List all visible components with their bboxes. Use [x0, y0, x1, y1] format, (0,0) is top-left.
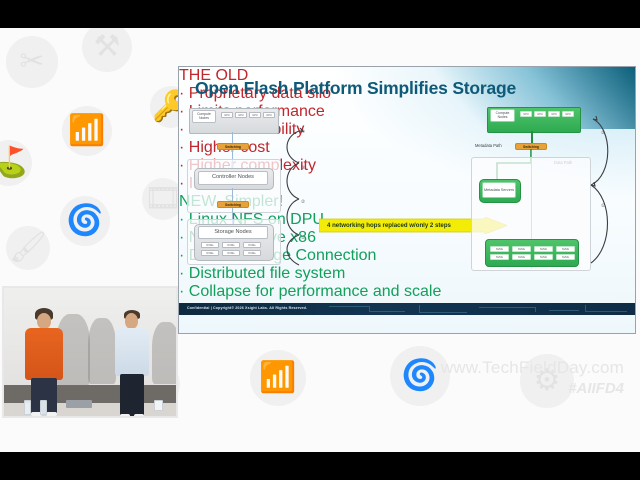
letterbox-top: [0, 0, 640, 28]
left-gpu-1: GPU: [235, 112, 247, 118]
presenter-right-shoe: [120, 414, 130, 416]
presenter-left-shoe: [31, 412, 42, 416]
right-storage-array: [485, 239, 579, 267]
right-metadata-servers-label: Metadata Servers: [482, 182, 516, 198]
left-nvme-0: NVMe: [201, 242, 219, 248]
branding-url: www.TechFieldDay.com: [440, 358, 624, 377]
power-outlet: [154, 400, 163, 411]
left-hop-number-3: ③: [301, 165, 306, 170]
left-gpu-2: GPU: [249, 112, 261, 118]
left-switching-top: Switching: [217, 143, 249, 150]
right-hop-number-1: ①: [601, 203, 606, 208]
left-link-1: [232, 132, 233, 143]
tools-icon: ⚒: [82, 28, 132, 72]
new-item-4: · Collapse for performance and scale: [179, 283, 442, 300]
film-icon: 🎞: [142, 178, 184, 220]
presenter-left-shoe: [46, 412, 57, 416]
brush-icon: 🖌: [6, 226, 50, 270]
left-nvme-1: NVMe: [222, 242, 240, 248]
left-nvme-3: NVMe: [201, 250, 219, 256]
right-nvme-3: NVMe: [556, 246, 575, 252]
scissors-icon: ✂: [6, 36, 58, 88]
circuit-trace: [369, 306, 370, 311]
left-nvme-5: NVMe: [243, 250, 261, 256]
circuit-trace: [549, 310, 579, 311]
wifi-icon: 📶: [62, 106, 112, 156]
circuit-trace: [585, 311, 627, 312]
circuit-trace: [585, 305, 586, 311]
branding-hashtag: #AIIFD4: [568, 380, 624, 397]
swirl-icon-2: 🌀: [390, 346, 450, 406]
swirl-icon: 🌀: [60, 196, 110, 246]
presenter-right-torso: [115, 328, 149, 376]
left-hop-number-4: ④: [301, 129, 306, 134]
presenter-right-shoe: [134, 414, 144, 416]
hockey-icon: ⛳: [0, 140, 32, 186]
old-item-0: · Proprietary data silo: [179, 85, 332, 102]
presenter-right: [112, 310, 154, 416]
presenter-video-inset[interactable]: [2, 286, 178, 418]
circuit-trace: [419, 312, 467, 313]
letterbox-bottom: [0, 452, 640, 480]
right-nvme-6: NVMe: [534, 254, 553, 260]
water-bottle: [40, 400, 47, 415]
right-nvme-2: NVMe: [534, 246, 553, 252]
wall-shadow: [88, 318, 116, 384]
right-hop-arcs: [590, 115, 609, 264]
old-heading: THE OLD: [179, 67, 249, 84]
right-gpu-3: GPU: [562, 111, 574, 117]
left-gpu-3: GPU: [263, 112, 275, 118]
slide-title: Open Flash Platform Simplifies Storage: [195, 78, 517, 98]
left-storage-nodes-label: Storage Nodes: [198, 226, 268, 239]
left-hop-arcs: [286, 127, 305, 266]
water-bottle: [24, 400, 31, 415]
presenter-left-head: [37, 313, 51, 329]
right-nvme-0: NVMe: [490, 246, 509, 252]
wifi-icon-2: 📶: [250, 350, 306, 406]
left-hop-number-1: ①: [301, 235, 306, 240]
left-controller-nodes-label: Controller Nodes: [198, 171, 268, 185]
presenter-right-legs: [120, 374, 144, 416]
left-compute-nodes-label: Compute Nodes: [192, 110, 216, 123]
right-gpu-2: GPU: [548, 111, 560, 117]
right-nvme-1: NVMe: [512, 246, 531, 252]
circuit-trace: [419, 305, 420, 312]
circuit-trace: [479, 307, 535, 308]
right-compute-nodes-label: Compute Nodes: [490, 109, 515, 122]
left-gpu-0: GPU: [221, 112, 233, 118]
circuit-trace: [369, 311, 405, 312]
circuit-trace: [329, 306, 369, 307]
presentation-slide: Open Flash Platform Simplifies Storage C…: [178, 66, 636, 334]
circuit-trace: [535, 307, 536, 312]
left-nvme-2: NVMe: [243, 242, 261, 248]
wall-shadow: [152, 322, 176, 384]
right-gpu-1: GPU: [534, 111, 546, 117]
laptop: [66, 400, 92, 408]
broadcast-branding: www.TechFieldDay.com #AIIFD4: [441, 358, 624, 397]
left-link-4: [232, 208, 233, 226]
presenter-left: [22, 308, 68, 416]
presenter-right-head: [125, 313, 138, 329]
footer-copyright: Confidential | Copyright© 2026 Xsight La…: [187, 305, 308, 310]
right-nvme-4: NVMe: [490, 254, 509, 260]
left-link-3: [232, 188, 233, 201]
metadata-path-label: Metadata Path: [475, 143, 502, 148]
presenter-left-torso: [25, 328, 63, 380]
left-hop-number-2: ②: [301, 199, 306, 204]
right-nvme-7: NVMe: [556, 254, 575, 260]
left-nvme-4: NVMe: [222, 250, 240, 256]
left-switching-bottom: Switching: [217, 201, 249, 208]
right-nvme-5: NVMe: [512, 254, 531, 260]
right-gpu-0: GPU: [520, 111, 532, 117]
slide-footer-band: Confidential | Copyright© 2026 Xsight La…: [179, 303, 635, 315]
right-hop-number-2: ②: [601, 130, 606, 135]
new-item-3: · Distributed file system: [179, 265, 346, 282]
arrow-banner-label: 4 networking hops replaced w/only 2 step…: [327, 222, 451, 229]
right-link-top: [531, 131, 533, 143]
gear-icon: ⚙: [520, 354, 574, 408]
